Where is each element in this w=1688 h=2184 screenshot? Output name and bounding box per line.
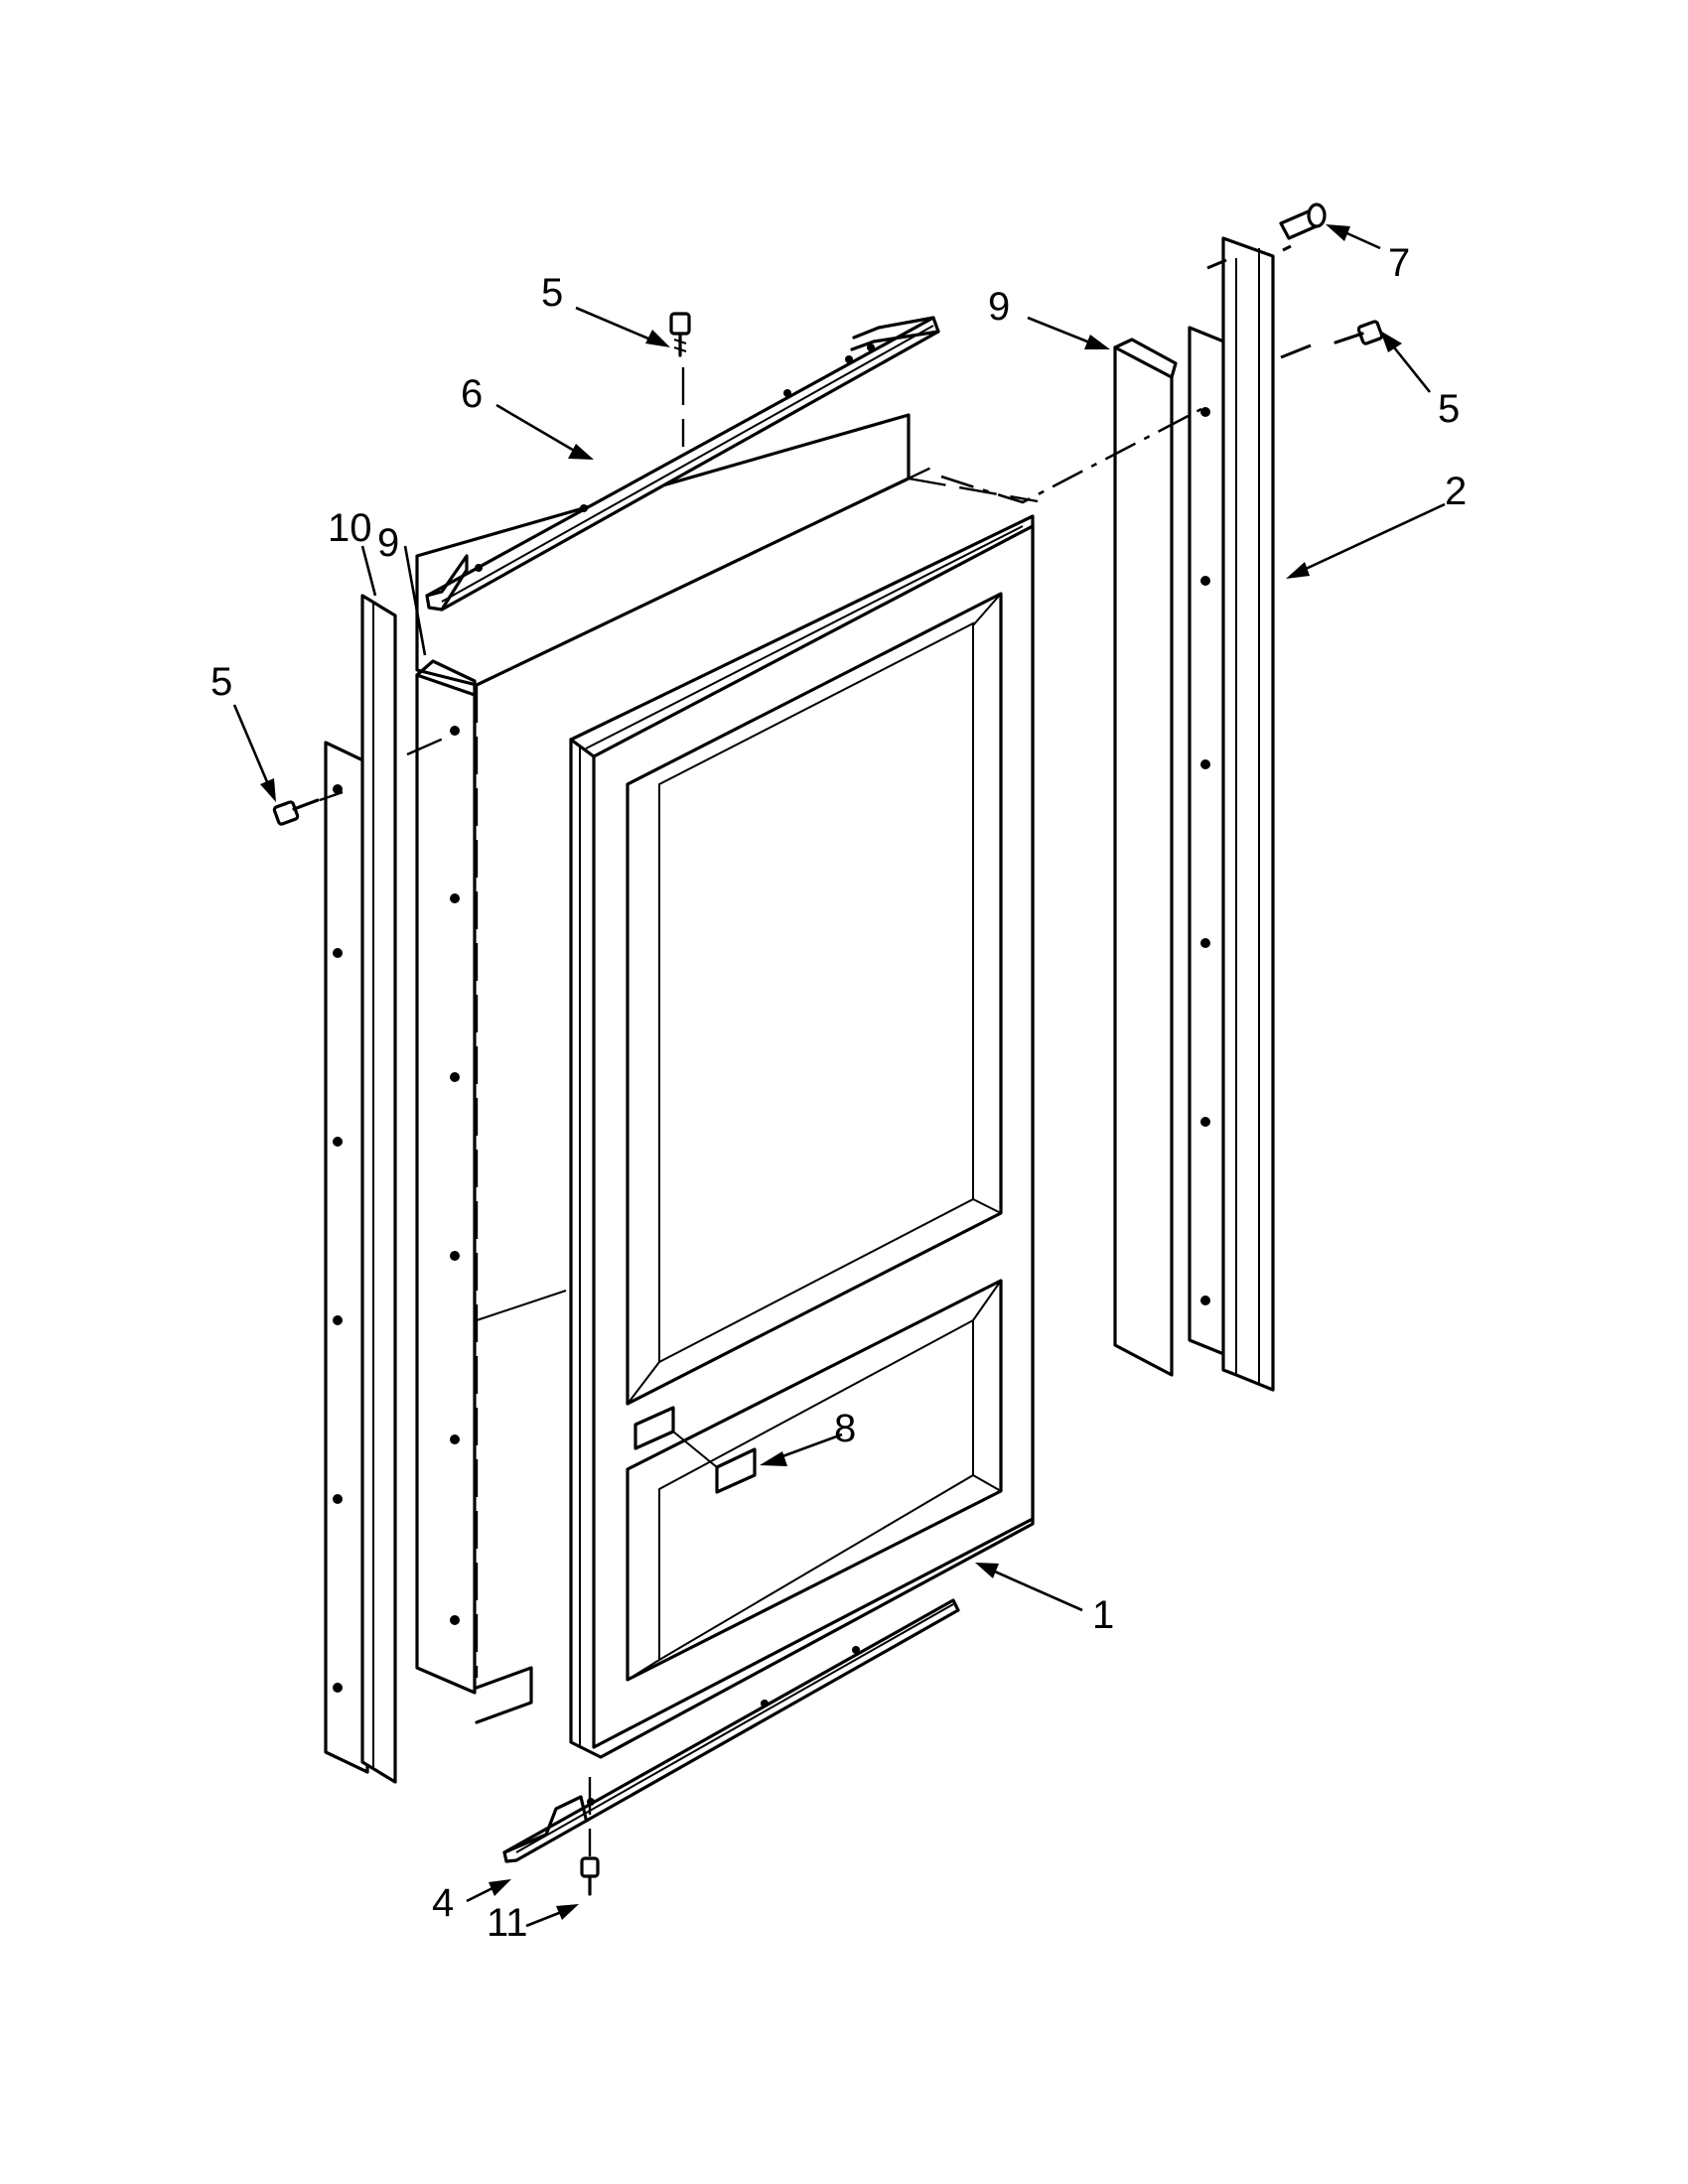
screw-part-5-top [669, 312, 691, 447]
screw-part-5-left [272, 790, 344, 826]
callout-10: 10 [328, 506, 372, 550]
callout-11: 11 [487, 1901, 528, 1945]
alignment-line [940, 407, 1202, 504]
callout-2: 2 [1445, 470, 1467, 513]
callout-5-left: 5 [211, 660, 232, 704]
callout-8: 8 [834, 1407, 856, 1450]
callout-4: 4 [432, 1881, 454, 1925]
cabinet-box [415, 413, 1039, 1724]
leader-lines [232, 224, 1446, 1928]
right-side-trim-part-2 [1188, 236, 1312, 1392]
callout-6: 6 [461, 372, 483, 416]
callout-1: 1 [1092, 1593, 1114, 1637]
callout-9-left: 9 [377, 521, 399, 565]
screw-part-11 [580, 1777, 600, 1896]
callout-9-right: 9 [988, 285, 1010, 329]
badge-part-8 [633, 1406, 757, 1494]
pin-part-7 [1279, 203, 1327, 240]
callout-labels: 1 2 4 5 5 5 6 7 8 9 9 10 11 [211, 241, 1467, 1945]
screw-part-5-right [1334, 320, 1384, 345]
top-trim-part-6 [425, 316, 940, 612]
right-filler-strip-part-9 [1113, 338, 1178, 1377]
callout-5-top: 5 [541, 271, 563, 315]
callout-7: 7 [1388, 241, 1410, 285]
left-filler-strip-part-9 [406, 659, 477, 1695]
left-side-trim-part-10 [324, 594, 397, 1784]
door-frame-part-1 [569, 514, 1035, 1759]
callout-5-right: 5 [1438, 387, 1460, 431]
